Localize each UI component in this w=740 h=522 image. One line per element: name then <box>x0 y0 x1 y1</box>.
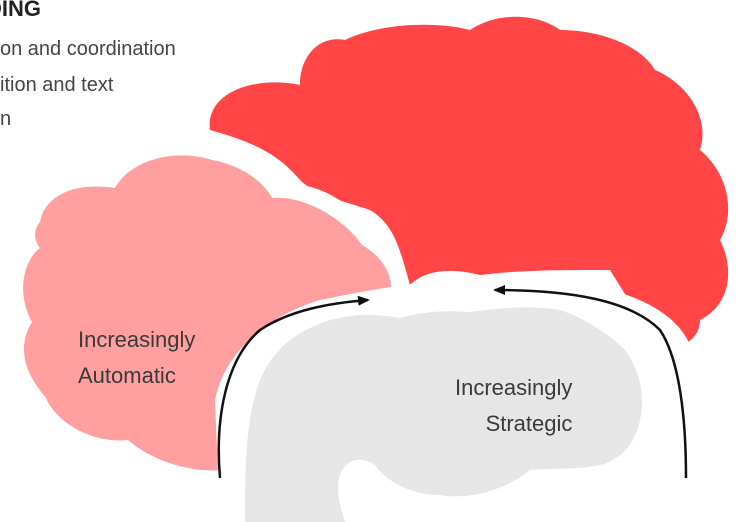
heading-text: DING <box>0 0 41 21</box>
text-line-2: ition and text <box>0 74 114 96</box>
right-arrow <box>493 285 688 479</box>
strategic-label-line-1: Increasingly <box>455 375 573 400</box>
automatic-label-line-1: Increasingly <box>78 327 196 352</box>
automatic-label: Increasingly Automatic <box>78 322 195 394</box>
red-cloud-shape <box>209 16 729 350</box>
automatic-label-line-2: Automatic <box>78 363 176 388</box>
strategic-label-line-2: Strategic <box>485 411 573 436</box>
strategic-label: Increasingly Strategic <box>455 370 572 442</box>
grey-shape <box>245 307 642 522</box>
text-line-3: n <box>0 108 12 130</box>
text-line-1: on and coordination <box>0 38 176 60</box>
left-arrow <box>217 295 370 479</box>
